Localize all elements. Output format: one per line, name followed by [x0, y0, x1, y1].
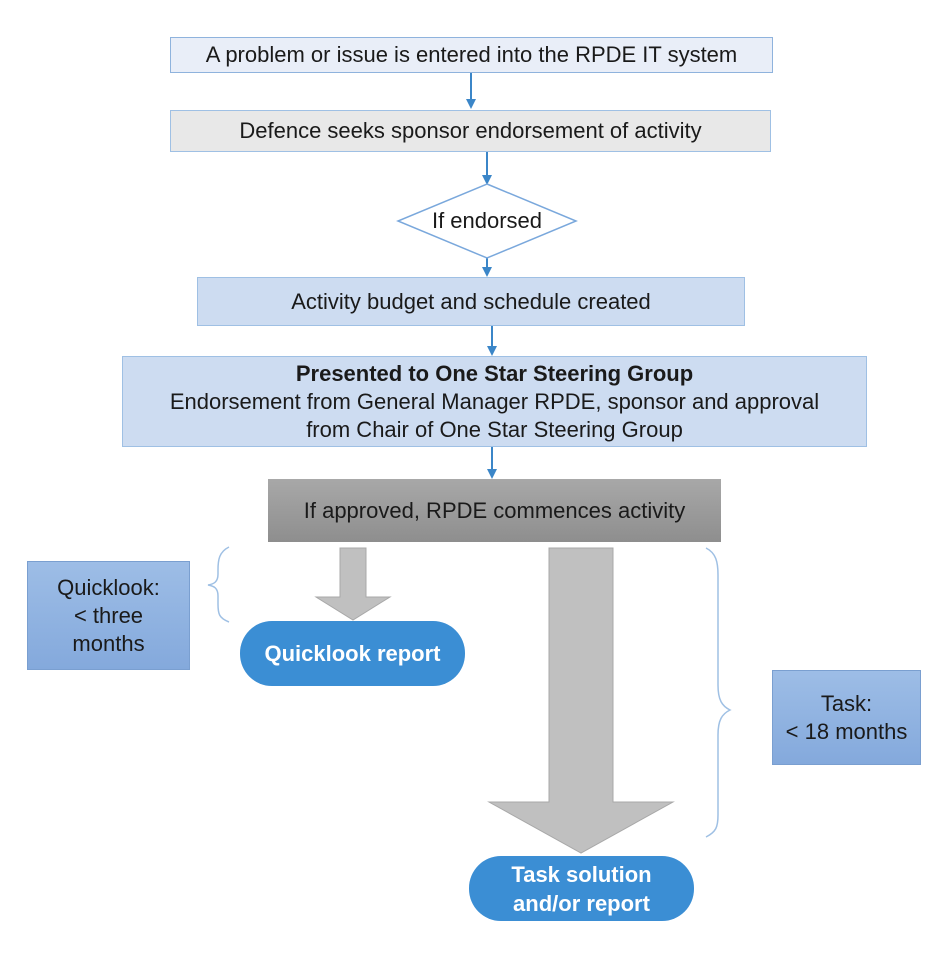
task-duration-box: Task: < 18 months	[772, 670, 921, 765]
step-endorsement-label: Defence seeks sponsor endorsement of act…	[239, 118, 702, 143]
decision-diamond	[396, 183, 578, 259]
quicklook-duration-line2: < three	[73, 602, 144, 628]
step-budget: Activity budget and schedule created	[197, 277, 745, 326]
step-commence-label: If approved, RPDE commences activity	[303, 497, 686, 523]
quicklook-report-pill: Quicklook report	[240, 621, 465, 686]
task-brace	[705, 547, 732, 838]
task-arrow	[487, 547, 675, 854]
step-budget-label: Activity budget and schedule created	[291, 288, 651, 314]
steering-group-line1: Endorsement from General Manager RPDE, s…	[169, 388, 820, 414]
task-solution-line1: Task solution	[511, 861, 652, 887]
quicklook-duration-box: Quicklook: < three months	[27, 561, 190, 670]
step-entry: A problem or issue is entered into the R…	[170, 37, 773, 73]
step-commence: If approved, RPDE commences activity	[268, 479, 721, 542]
steering-group-title: Presented to One Star Steering Group	[295, 360, 694, 386]
quicklook-report-label: Quicklook report	[264, 641, 441, 666]
task-solution-line2: and/or report	[513, 890, 650, 916]
task-duration-line2: < 18 months	[785, 718, 908, 744]
quicklook-duration-line3: months	[72, 630, 145, 656]
decision-label-wrap: If endorsed	[398, 184, 576, 258]
decision-label: If endorsed	[431, 208, 543, 233]
step-endorsement: Defence seeks sponsor endorsement of act…	[170, 110, 771, 152]
quicklook-arrow	[314, 547, 392, 621]
step-steering-group: Presented to One Star Steering Group End…	[122, 356, 867, 447]
quicklook-duration-line1: Quicklook:	[57, 574, 160, 600]
steering-group-line2: from Chair of One Star Steering Group	[306, 416, 683, 442]
quicklook-brace	[207, 546, 230, 623]
task-solution-pill: Task solution and/or report	[469, 856, 694, 921]
step-entry-label: A problem or issue is entered into the R…	[205, 42, 738, 67]
task-duration-line1: Task:	[820, 690, 873, 716]
